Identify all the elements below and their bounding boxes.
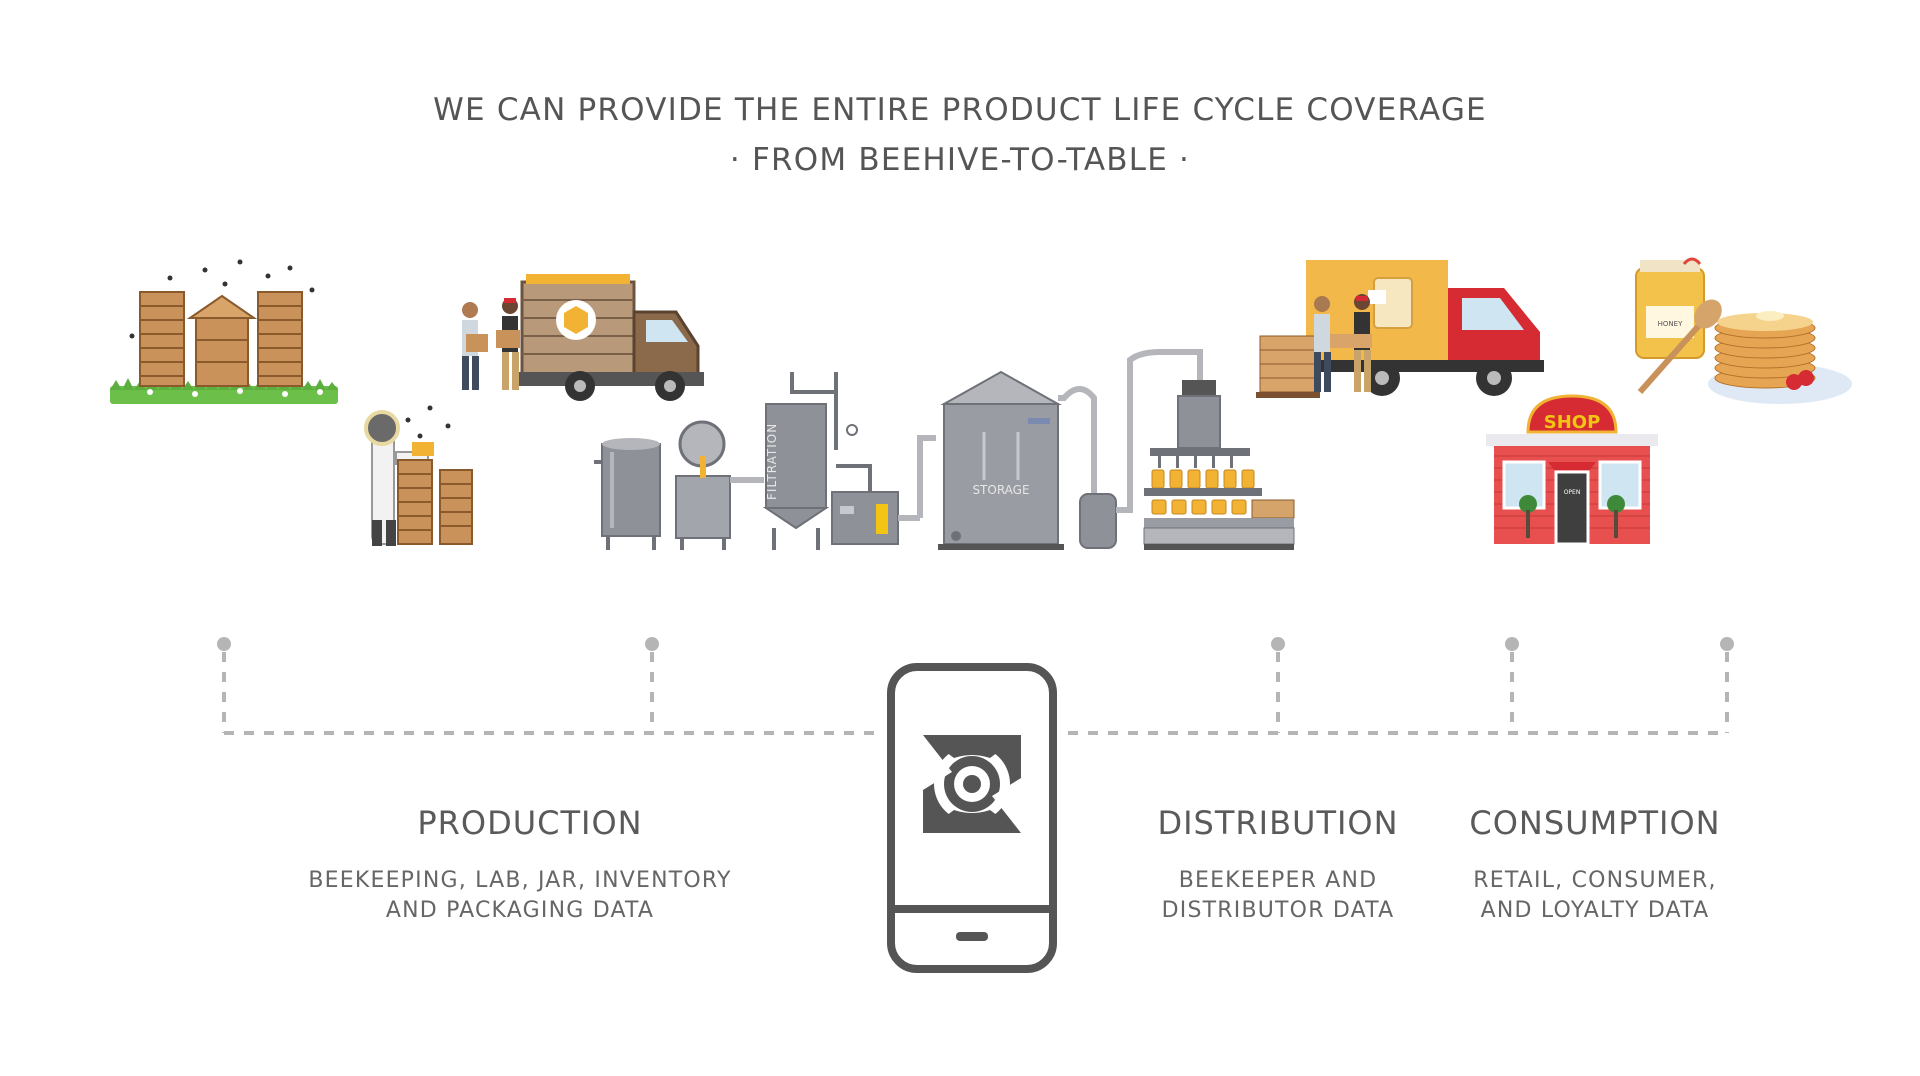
distribution-desc-line-2: DISTRIBUTOR DATA <box>1161 898 1395 923</box>
headline-line-1: WE CAN PROVIDE THE ENTIRE PRODUCT LIFE C… <box>433 92 1487 128</box>
bottling-line <box>1143 380 1295 550</box>
headline-line-2: · FROM BEEHIVE-TO-TABLE · <box>729 142 1191 178</box>
shop-sign: SHOP <box>1544 412 1601 433</box>
consumption-description: RETAIL, CONSUMER, AND LOYALTY DATA <box>1440 866 1750 926</box>
beehives-illustration <box>110 259 338 404</box>
distribution-title: DISTRIBUTION <box>1157 804 1399 842</box>
zgen-logo-icon <box>923 735 1021 833</box>
consumption-desc-line-1: RETAIL, CONSUMER, <box>1473 868 1717 893</box>
honey-extractor-tanks <box>594 420 764 550</box>
consumption-title: CONSUMPTION <box>1469 804 1721 842</box>
production-description: BEEKEEPING, LAB, JAR, INVENTORY AND PACK… <box>280 866 760 926</box>
production-desc-line-2: AND PACKAGING DATA <box>385 898 655 923</box>
shop-illustration: SHOP OPEN <box>1486 394 1658 546</box>
distribution-desc-line-1: BEEKEEPER AND <box>1178 868 1378 893</box>
connector-lines <box>222 652 1729 735</box>
consumption-desc-line-2: AND LOYALTY DATA <box>1480 898 1710 923</box>
filtration-unit: FILTRATION <box>762 372 899 550</box>
delivery-truck-illustration <box>1256 260 1544 398</box>
production-title: PRODUCTION <box>417 804 643 842</box>
filtration-label: FILTRATION <box>765 423 779 500</box>
storage-label: STORAGE <box>972 483 1029 497</box>
connector-dots <box>217 637 1734 651</box>
production-desc-line-1: BEEKEEPING, LAB, JAR, INVENTORY <box>308 868 732 893</box>
beekeeper-illustration <box>364 405 473 546</box>
smartphone-icon <box>887 663 1057 973</box>
distribution-description: BEEKEEPER AND DISTRIBUTOR DATA <box>1128 866 1428 926</box>
wood-truck-illustration <box>462 274 704 401</box>
honey-jar-label: HONEY <box>1658 320 1683 328</box>
shop-open-sign: OPEN <box>1564 489 1581 496</box>
pancakes-honey-illustration: HONEY <box>1635 257 1852 404</box>
storage-tank: STORAGE <box>898 349 1203 550</box>
